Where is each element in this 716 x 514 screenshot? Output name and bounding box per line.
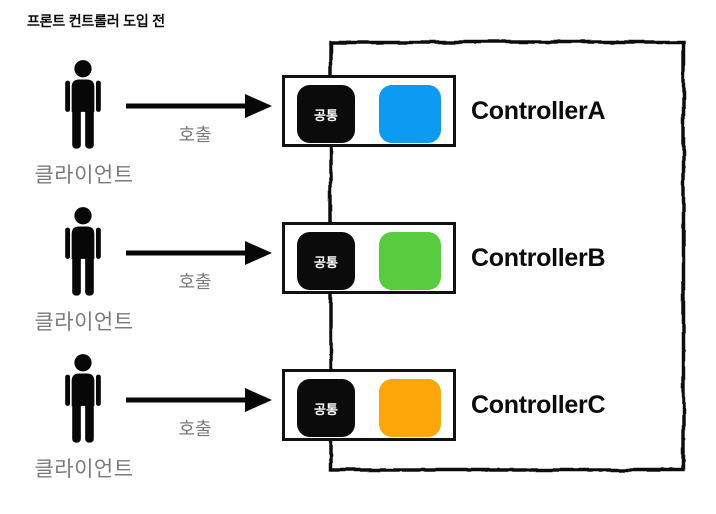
call-arrow-icon — [126, 388, 272, 412]
call-label: 호출 — [178, 419, 212, 439]
diagram-title: 프론트 컨트롤러 도입 전 — [27, 13, 165, 29]
controller-label: ControllerA — [471, 96, 606, 125]
common-chip-label: 공통 — [314, 107, 338, 123]
client-label: 클라이언트 — [34, 164, 134, 187]
flow-row-controller-c: 클라이언트 호출 공통 ControllerC — [0, 350, 716, 490]
common-logic-chip: 공통 — [297, 232, 355, 290]
client-person-icon — [65, 354, 101, 443]
call-arrow-icon — [126, 241, 272, 265]
flow-row-controller-b: 클라이언트 호출 공통 ControllerB — [0, 203, 716, 343]
client-person-icon — [65, 207, 101, 296]
controller-label: ControllerC — [471, 390, 606, 419]
call-label: 호출 — [178, 272, 212, 292]
client-person-icon — [65, 60, 101, 149]
common-logic-chip: 공통 — [297, 379, 355, 437]
flow-row-controller-a: 클라이언트 호출 공통 ControllerA — [0, 56, 716, 196]
call-label: 호출 — [178, 125, 212, 145]
common-chip-label: 공통 — [314, 254, 338, 270]
client-label: 클라이언트 — [34, 458, 134, 481]
business-logic-chip — [379, 85, 441, 143]
controller-box: 공통 — [282, 369, 456, 441]
controller-label: ControllerB — [471, 243, 606, 272]
client-label: 클라이언트 — [34, 311, 134, 334]
controller-box: 공통 — [282, 222, 456, 294]
business-logic-chip — [379, 232, 441, 290]
business-logic-chip — [379, 379, 441, 437]
controller-box: 공통 — [282, 75, 456, 147]
common-chip-label: 공통 — [314, 401, 338, 417]
call-arrow-icon — [126, 94, 272, 118]
common-logic-chip: 공통 — [297, 85, 355, 143]
